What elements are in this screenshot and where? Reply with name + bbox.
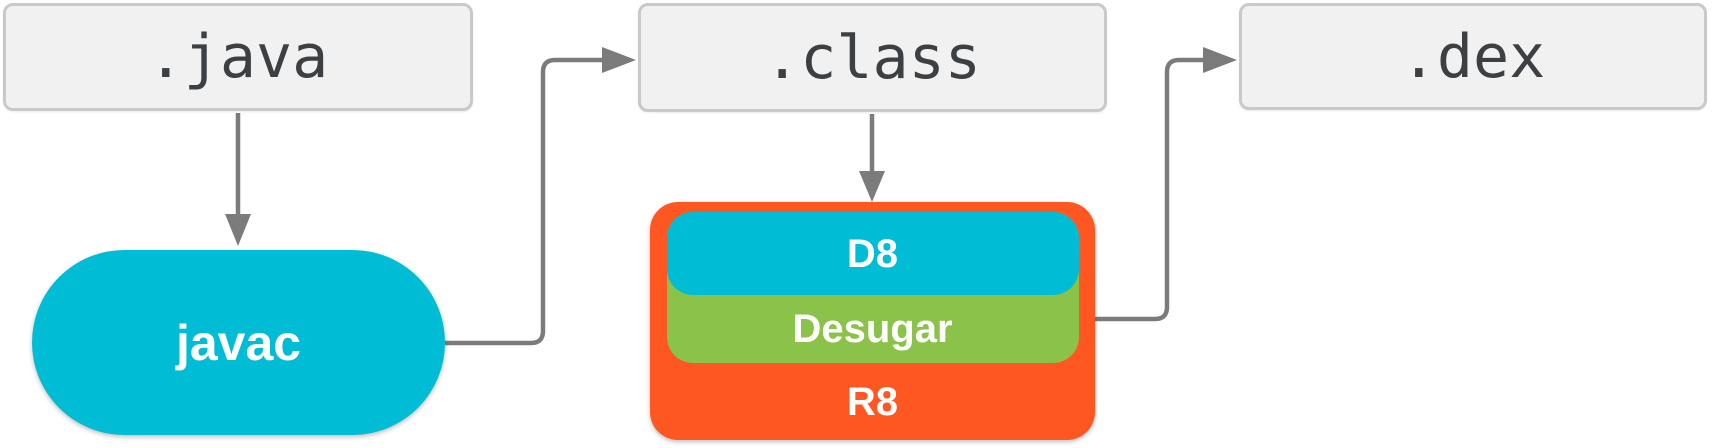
node-d8: D8 bbox=[666, 212, 1079, 295]
node-java-file: .java bbox=[3, 3, 473, 111]
arrowhead-right-icon bbox=[1203, 47, 1237, 73]
edge-r8-to-dex bbox=[1095, 47, 1237, 322]
arrowhead-right-icon bbox=[602, 47, 636, 73]
node-dex-file: .dex bbox=[1239, 3, 1707, 110]
desugar-label: Desugar bbox=[792, 307, 953, 351]
arrowhead-down-icon bbox=[859, 171, 885, 202]
edge-line bbox=[445, 57, 604, 346]
node-javac: javac bbox=[32, 250, 445, 435]
dex-file-label: .dex bbox=[1400, 21, 1546, 92]
java-file-label: .java bbox=[147, 22, 329, 92]
edge-class-to-r8 bbox=[859, 114, 885, 202]
r8-label-band: R8 bbox=[847, 363, 898, 440]
arrowhead-down-icon bbox=[225, 214, 251, 246]
edge-line bbox=[1095, 57, 1205, 322]
r8-label: R8 bbox=[846, 379, 899, 424]
node-desugar: D8 Desugar bbox=[666, 212, 1079, 363]
javac-label: javac bbox=[175, 314, 302, 371]
edge-java-to-javac bbox=[225, 113, 251, 246]
desugar-label-band: Desugar bbox=[667, 295, 1079, 363]
node-class-file: .class bbox=[638, 3, 1107, 112]
d8-label: D8 bbox=[846, 231, 899, 276]
node-r8: D8 Desugar R8 bbox=[650, 202, 1095, 440]
class-file-label: .class bbox=[764, 22, 981, 93]
edge-javac-to-class bbox=[445, 47, 636, 346]
